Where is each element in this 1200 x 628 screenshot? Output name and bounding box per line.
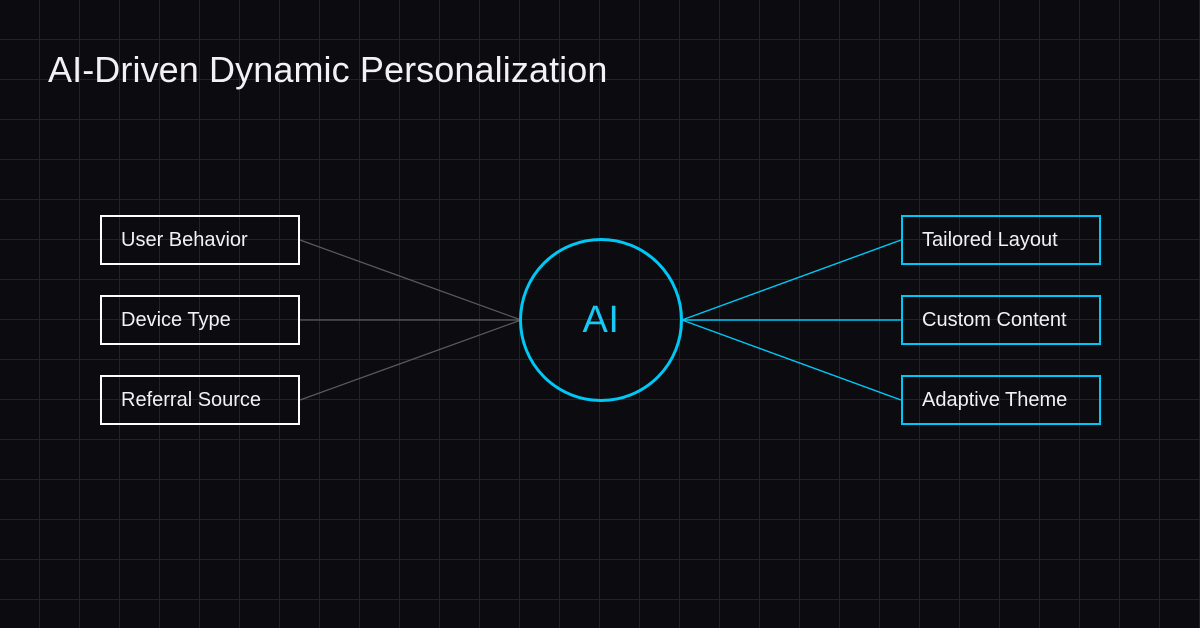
edge-ai-to-adaptive-theme	[681, 319, 902, 401]
input-node-referral-source[interactable]: Referral Source	[100, 375, 300, 425]
edge-user-behavior-to-ai	[299, 239, 522, 321]
input-node-device-type[interactable]: Device Type	[100, 295, 300, 345]
input-node-label: User Behavior	[121, 228, 248, 251]
hub-node-ai[interactable]: AI	[519, 238, 683, 402]
output-node-custom-content[interactable]: Custom Content	[901, 295, 1101, 345]
output-node-tailored-layout[interactable]: Tailored Layout	[901, 215, 1101, 265]
input-edges	[299, 239, 522, 401]
edge-ai-to-tailored-layout	[681, 239, 902, 321]
output-node-adaptive-theme[interactable]: Adaptive Theme	[901, 375, 1101, 425]
output-node-label: Adaptive Theme	[922, 388, 1068, 411]
input-node-label: Referral Source	[121, 388, 262, 411]
output-edges	[681, 239, 902, 401]
hub-node-label: AI	[582, 299, 620, 341]
output-node-label: Tailored Layout	[922, 228, 1058, 251]
input-node-user-behavior[interactable]: User Behavior	[100, 215, 300, 265]
output-node-label: Custom Content	[922, 308, 1067, 331]
input-node-label: Device Type	[121, 308, 231, 331]
edge-referral-source-to-ai	[299, 319, 522, 401]
page-title: AI-Driven Dynamic Personalization	[48, 49, 608, 90]
